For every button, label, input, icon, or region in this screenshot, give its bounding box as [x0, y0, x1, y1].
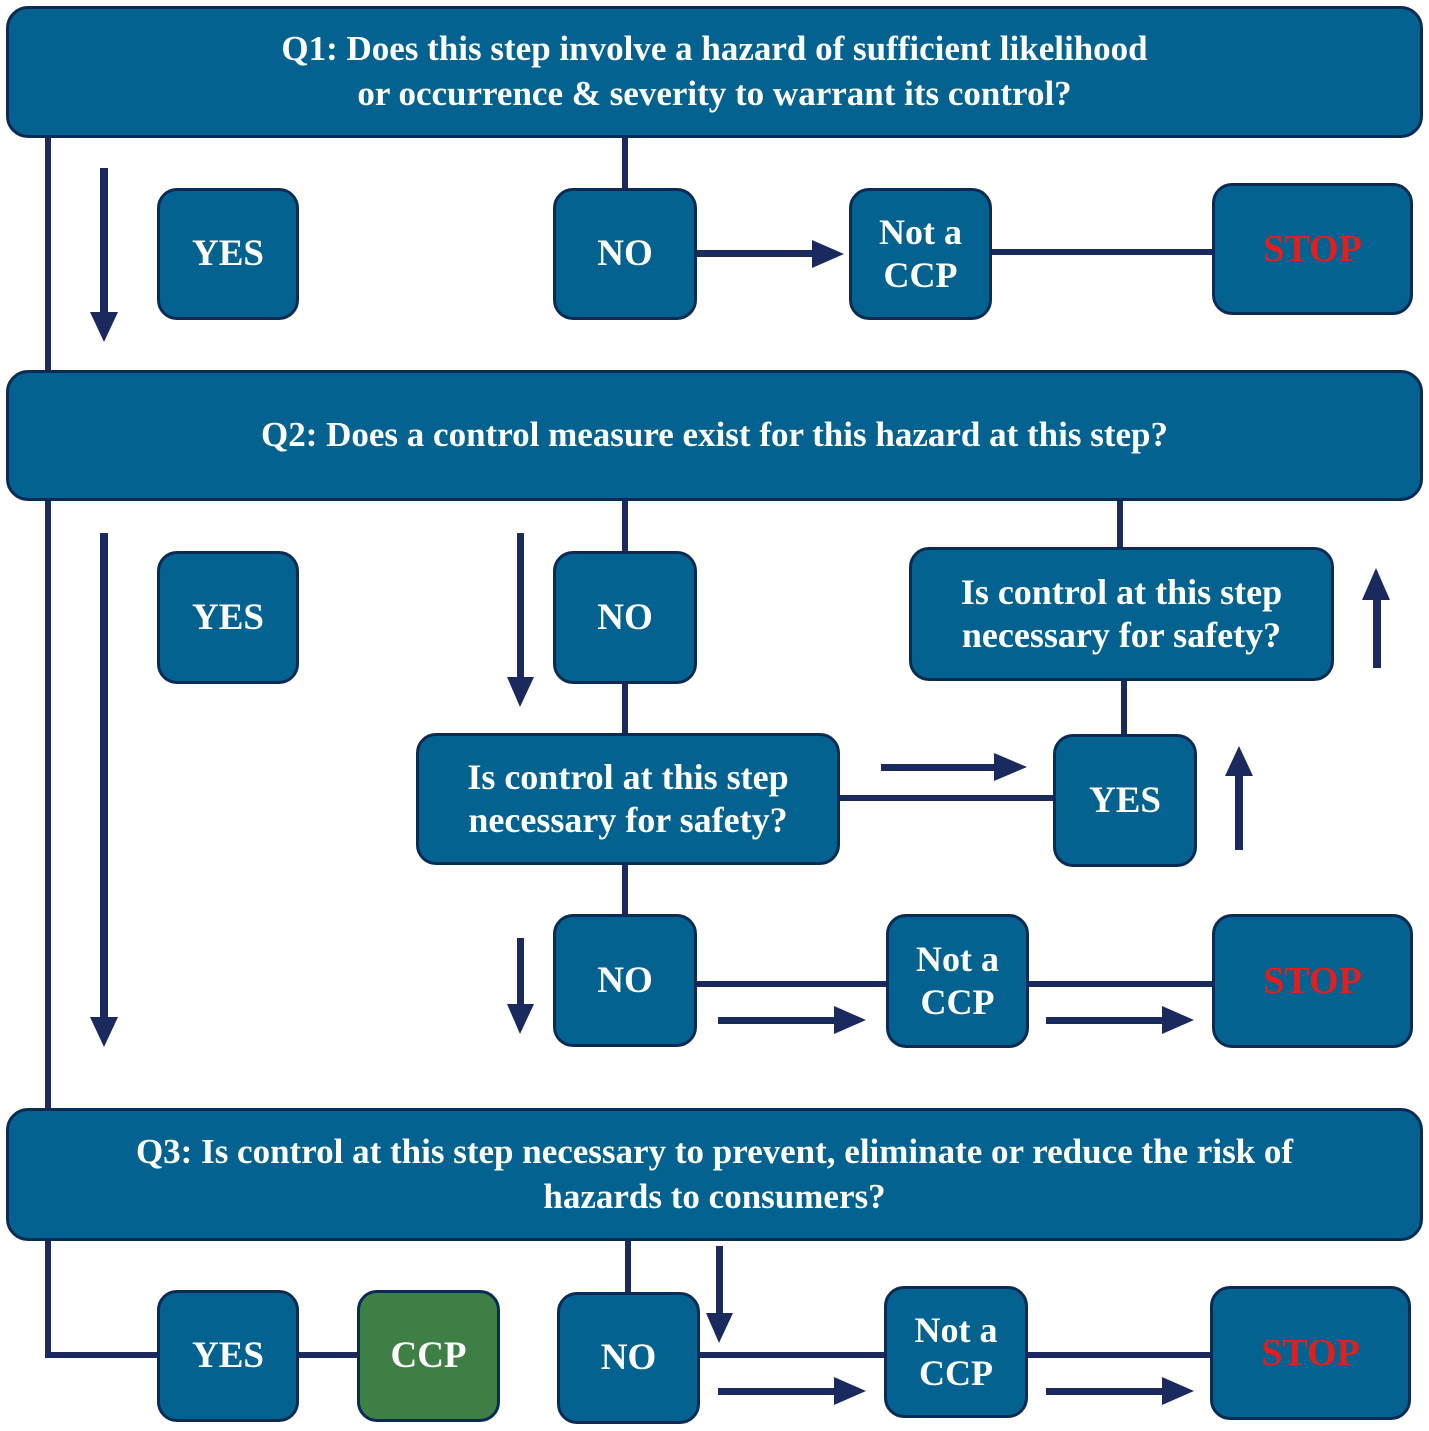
- q1-stop-box: STOP: [1212, 183, 1413, 315]
- connector-left-bottom: [45, 1352, 160, 1358]
- q2-question-box: Q2: Does a control measure exist for thi…: [6, 370, 1423, 501]
- q1-question-box: Q1: Does this step involve a hazard of s…: [6, 6, 1423, 138]
- control-yes-box: YES: [1053, 734, 1197, 867]
- connector-no-to-control: [622, 680, 628, 738]
- connector-q1-notccp-stop: [990, 249, 1215, 255]
- arrow-down-q1-yes: [90, 168, 118, 342]
- connector-left-main: [45, 130, 51, 1358]
- q3-question-box: Q3: Is control at this step necessary to…: [6, 1108, 1423, 1241]
- connector-yes-up: [1121, 678, 1127, 738]
- arrow-down-q3-no: [706, 1246, 733, 1343]
- arrow-down-q2-yes: [90, 533, 118, 1047]
- arrow-right-q3-notccp-stop: [1046, 1377, 1194, 1405]
- connector-modify-up: [1117, 494, 1123, 552]
- q3-stop-box: STOP: [1210, 1286, 1411, 1420]
- control-necessary-question-box: Is control at this step necessary for sa…: [416, 733, 840, 865]
- connector-q2-notccp-stop: [1027, 981, 1216, 987]
- connector-yes-ccp: [296, 1352, 360, 1358]
- arrow-right-q3-no-notccp: [718, 1377, 866, 1405]
- q3-no-box: NO: [557, 1292, 700, 1424]
- connector-q3-no-notccp: [697, 1352, 887, 1358]
- arrow-up-modify-right: [1362, 568, 1390, 668]
- arrow-right-q2-no-notccp: [718, 1006, 866, 1034]
- modify-control-question-box: Is control at this step necessary for sa…: [909, 547, 1334, 681]
- q1-yes-box: YES: [157, 188, 299, 320]
- q1-not-ccp-box: Not a CCP: [849, 188, 992, 320]
- q2-stop-box: STOP: [1212, 914, 1413, 1048]
- connector-q1-no: [622, 130, 628, 192]
- connector-q2-no-notccp: [695, 981, 890, 987]
- control-no-box: NO: [553, 914, 697, 1047]
- arrow-down-q2-no: [507, 533, 534, 707]
- arrow-right-control-yes: [881, 753, 1027, 781]
- connector-control-yes: [837, 795, 1057, 801]
- arrow-up-yes-right: [1225, 746, 1253, 850]
- q3-not-ccp-box: Not a CCP: [884, 1286, 1028, 1418]
- connector-q2-no: [622, 494, 628, 556]
- arrow-right-q1-no: [697, 240, 844, 268]
- arrow-right-q2-notccp-stop: [1046, 1006, 1194, 1034]
- connector-q3-notccp-stop: [1025, 1352, 1214, 1358]
- connector-q3-no: [625, 1236, 631, 1296]
- q2-yes-box: YES: [157, 551, 299, 684]
- q2-no-box: NO: [553, 551, 697, 684]
- arrow-down-control-no: [507, 938, 534, 1034]
- q1-no-box: NO: [553, 188, 697, 320]
- q2-not-ccp-box: Not a CCP: [886, 914, 1029, 1048]
- q3-yes-box: YES: [157, 1290, 299, 1422]
- ccp-result-box: CCP: [357, 1290, 500, 1422]
- connector-control-to-no: [622, 862, 628, 918]
